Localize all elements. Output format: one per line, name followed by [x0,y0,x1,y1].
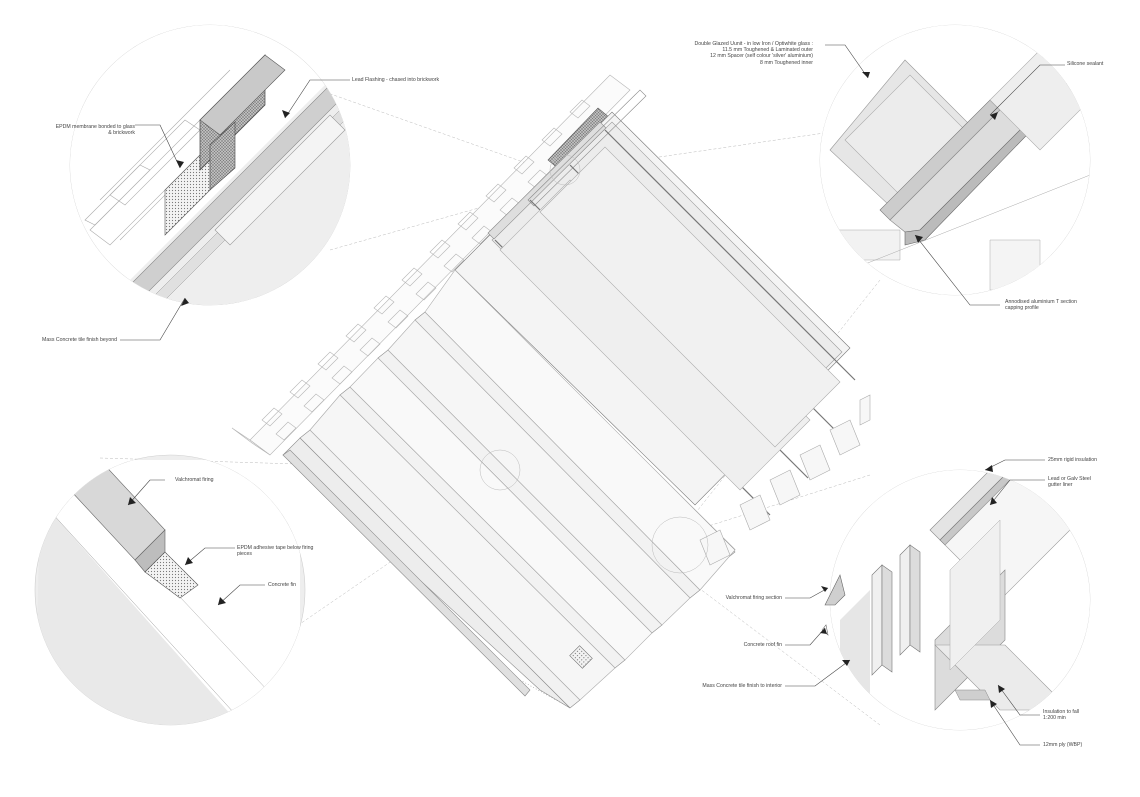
label-lead-flashing: Lead Flashing - chased into brickwork [352,77,440,83]
detail-circle-lead-flashing [69,24,351,306]
label-epdm-tape: EPDM adhesive tape below firing pieces [237,545,313,557]
label-concrete-roof-fin: Concrete roof fin [743,642,782,648]
label-capping-line: capping profile [1005,305,1039,312]
label-epdm-membrane-line: & brickwork [108,130,135,137]
label-valchromat-section: Valchromat firing section [725,595,782,601]
label-silicone-sealant: Silicone sealant [1067,61,1104,67]
leader-arrowheads [128,72,1005,708]
glazed-roof [454,89,856,551]
label-gutter-liner-line: Lead or Galv Steel [1048,476,1091,482]
label-insulation-fall: Insulation to fall 1:200 min [1043,709,1079,721]
label-insulation-fall-line: 1:200 min [1043,715,1066,722]
label-epdm-membrane: EPDM membrane bonded to glass & brickwor… [25,124,135,136]
label-capping-line: Annodised aluminium T section [1005,299,1077,305]
label-gutter-liner-line: gutter liner [1048,482,1073,489]
detail-circle-glazing-capping [819,24,1091,296]
label-epdm-tape-line: EPDM adhesive tape below firing [237,545,314,551]
main-axonometric [231,74,871,709]
detail-marker-circle [479,449,521,491]
detail-circle-gutter [829,469,1091,731]
label-gutter-liner: Lead or Galv Steel gutter liner [1048,476,1091,488]
detail-marker-circle [651,516,709,574]
detail-marker-circle [549,154,581,186]
valchromat-section-piece [824,574,846,606]
label-epdm-tape-line: pieces [237,551,252,558]
label-ply: 12mm ply (WBP) [1043,742,1083,748]
label-rigid-insulation: 25mm rigid insulation [1048,457,1098,463]
label-double-glazed-unit: Double Glazed Uunit - in low Iron / Opti… [640,41,813,66]
leader-lines [120,44,1065,746]
concrete-fins [282,269,736,709]
label-dgu-line: 11.5 mm Toughened & Laminated outer [722,47,813,54]
label-insulation-fall-line: Insulation to fall [1043,709,1080,715]
label-dgu-line: 12 mm Spacer (self colour 'silver' alumi… [710,53,813,60]
label-dgu-line: 8 mm Toughened inner [760,59,813,66]
label-mass-concrete-interior: Mass Concrete tile finish to interior [702,683,782,689]
label-dgu-line: Double Glazed Uunit - in low Iron / Opti… [694,41,813,47]
label-concrete-fin: Concrete fin [268,582,296,588]
detail-circle-firing-piece [34,454,306,726]
label-epdm-membrane-line: EPDM membrane bonded to glass [55,124,135,130]
label-mass-concrete-beyond: Mass Concrete tile finish beyond [42,337,117,343]
label-anodised-capping: Annodised aluminium T section capping pr… [1005,299,1077,311]
label-valchromat-firing: Valchromat firing [175,477,214,483]
